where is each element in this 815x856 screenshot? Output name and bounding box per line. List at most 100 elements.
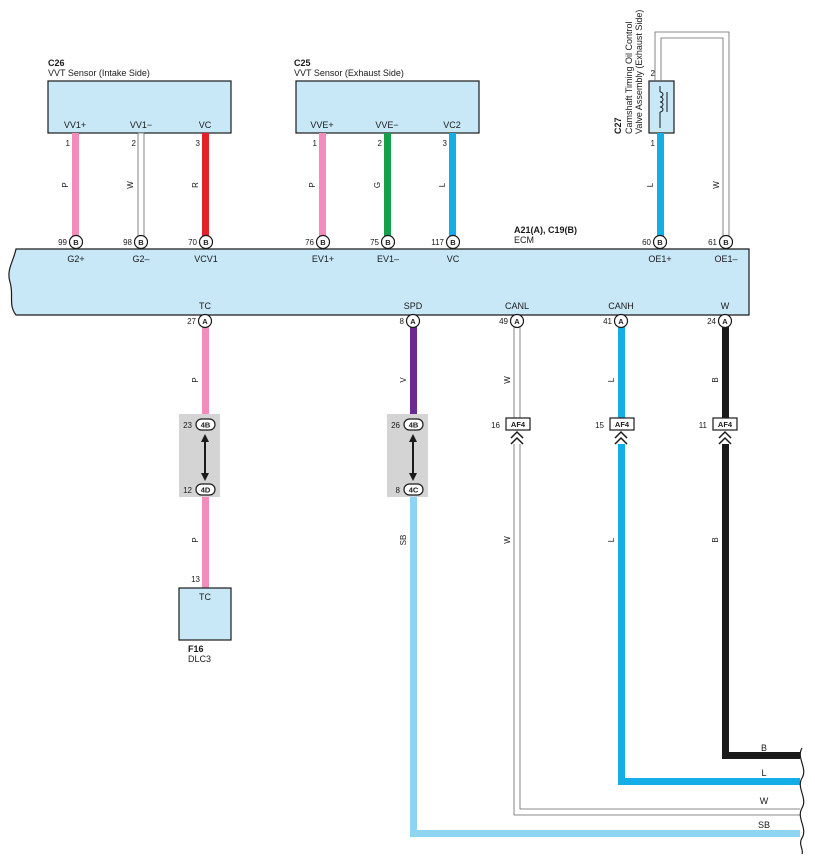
svg-text:12: 12 bbox=[183, 486, 192, 495]
wire-label-vvep: P bbox=[308, 182, 317, 187]
svg-text:98: 98 bbox=[123, 238, 132, 247]
svg-text:4B: 4B bbox=[201, 421, 211, 430]
ecm-pin-98: B bbox=[133, 234, 149, 250]
ecm-top-pin-labels: G2+ G2– VCV1 EV1+ EV1– VC OE1+ OE1– bbox=[67, 254, 737, 264]
svg-text:75: 75 bbox=[370, 238, 379, 247]
svg-text:A: A bbox=[722, 317, 728, 326]
spd-junction-bottom-pin bbox=[403, 483, 424, 496]
c25-pin-vvep: VVE+ bbox=[310, 120, 333, 130]
svg-text:B: B bbox=[73, 238, 79, 247]
wire-vv1m bbox=[137, 132, 145, 240]
c26-pin-number-2: 2 bbox=[132, 139, 137, 148]
wire-canh-lower bbox=[618, 444, 800, 785]
wire-label-vv1m: W bbox=[126, 181, 135, 189]
ecm-pin-99: B bbox=[68, 234, 84, 250]
c26-pin-number-1: 1 bbox=[66, 139, 71, 148]
svg-text:4C: 4C bbox=[409, 486, 419, 495]
svg-text:26: 26 bbox=[391, 421, 400, 430]
wire-tc-lower bbox=[202, 497, 209, 588]
canl-chevron-icon bbox=[510, 430, 524, 445]
svg-text:70: 70 bbox=[188, 238, 197, 247]
svg-text:AF4: AF4 bbox=[718, 420, 733, 429]
c25-pin-number-2: 2 bbox=[378, 139, 383, 148]
ecm-name: ECM bbox=[514, 235, 534, 245]
svg-text:76: 76 bbox=[305, 238, 314, 247]
c26-pin-vv1p: VV1+ bbox=[64, 120, 86, 130]
ecm-pin-41: A bbox=[613, 313, 629, 329]
canl-af4-connector: AF4 16 bbox=[491, 417, 531, 445]
svg-text:8: 8 bbox=[396, 486, 401, 495]
svg-text:B: B bbox=[723, 238, 729, 247]
wire-label-vc2: L bbox=[438, 182, 447, 187]
svg-text:B: B bbox=[657, 238, 663, 247]
ecm-top-pin-numbers: 99 98 70 76 75 117 60 61 bbox=[58, 238, 717, 247]
exit-label-b: B bbox=[761, 743, 767, 753]
f16-pin-tc: TC bbox=[199, 592, 211, 602]
wire-oe1m bbox=[654, 31, 730, 239]
wire-vc bbox=[202, 133, 209, 239]
svg-text:27: 27 bbox=[187, 317, 196, 326]
svg-text:A: A bbox=[410, 317, 416, 326]
f16-pin-number: 13 bbox=[191, 575, 200, 584]
svg-text:TC: TC bbox=[199, 301, 211, 311]
svg-text:VCV1: VCV1 bbox=[194, 254, 218, 264]
c25-pin-vvem: VVE− bbox=[375, 120, 398, 130]
wire-label-vc: R bbox=[191, 182, 200, 188]
svg-text:W: W bbox=[721, 301, 730, 311]
tc-junction-arrow-up-icon bbox=[201, 434, 209, 442]
wire-tc-upper bbox=[202, 321, 209, 420]
canh-af4-connector: AF4 15 bbox=[595, 417, 635, 445]
wire-canh-upper bbox=[618, 321, 625, 418]
wire-vv1p bbox=[72, 133, 79, 239]
tc-junction-bottom-pin bbox=[195, 483, 216, 496]
f16-connector bbox=[178, 587, 232, 641]
svg-text:4D: 4D bbox=[201, 486, 211, 495]
svg-text:B: B bbox=[385, 238, 391, 247]
c26-connector bbox=[47, 80, 232, 134]
svg-text:AF4: AF4 bbox=[615, 420, 630, 429]
c27-name-line2: Valve Assembly (Exhaust Side) bbox=[634, 10, 644, 134]
svg-text:A: A bbox=[514, 317, 520, 326]
svg-text:23: 23 bbox=[183, 421, 192, 430]
svg-text:B: B bbox=[711, 377, 720, 382]
spd-junction-top-pin bbox=[403, 418, 424, 431]
c25-pin-number-3: 3 bbox=[443, 139, 448, 148]
wire-vvep bbox=[319, 133, 326, 239]
ecm-pin-76: B bbox=[315, 234, 331, 250]
svg-text:EV1+: EV1+ bbox=[312, 254, 334, 264]
svg-text:24: 24 bbox=[707, 317, 716, 326]
c25-connector bbox=[295, 80, 480, 134]
ecm-pin-27: A bbox=[197, 313, 213, 329]
tc-junction-top-pin bbox=[195, 418, 216, 431]
svg-text:8: 8 bbox=[400, 317, 405, 326]
wire-label-canl-lower: W bbox=[503, 536, 512, 544]
wire-w-upper bbox=[722, 321, 729, 418]
svg-text:11: 11 bbox=[699, 421, 708, 430]
wire-label-tc-lower: P bbox=[191, 537, 200, 542]
svg-text:W: W bbox=[503, 376, 512, 384]
c27-pin-number-1: 1 bbox=[651, 139, 656, 148]
svg-text:CANL: CANL bbox=[505, 301, 529, 311]
ecm-pin-117: B bbox=[445, 234, 461, 250]
c27-pin-number-2: 2 bbox=[651, 69, 656, 78]
ecm-pin-24: A bbox=[717, 313, 733, 329]
c26-code: C26 bbox=[48, 58, 65, 68]
spd-junction-arrow-down-icon bbox=[409, 473, 417, 481]
ecm-pin-61: B bbox=[718, 234, 734, 250]
wire-spd-lower bbox=[410, 497, 800, 837]
c26-name: VVT Sensor (Intake Side) bbox=[48, 68, 150, 78]
f16-name: DLC3 bbox=[188, 654, 211, 664]
ecm-body bbox=[8, 248, 750, 316]
ecm-bottom-pin-labels: TC SPD CANL CANH W bbox=[199, 301, 730, 311]
svg-text:OE1+: OE1+ bbox=[648, 254, 671, 264]
wire-label-spd-lower: SB bbox=[399, 535, 408, 546]
ecm-bottom-pin-numbers: 27 8 49 41 24 bbox=[187, 317, 716, 326]
ecm-top-pin-circles: B B B B B B B B bbox=[68, 234, 734, 250]
svg-text:60: 60 bbox=[642, 238, 651, 247]
c25-name: VVT Sensor (Exhaust Side) bbox=[294, 68, 404, 78]
wire-label-canh-lower: L bbox=[607, 537, 616, 542]
wire-w-lower bbox=[722, 444, 800, 759]
c25-pin-vc2: VC2 bbox=[443, 120, 461, 130]
svg-text:AF4: AF4 bbox=[511, 420, 526, 429]
